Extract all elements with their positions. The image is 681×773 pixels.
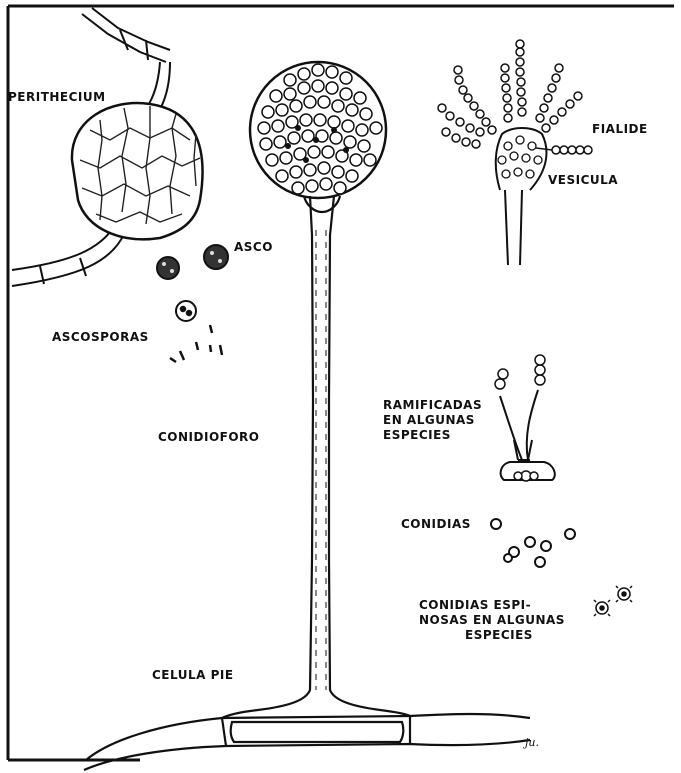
label-conidias-espinosas-line-3: ESPECIES [419, 628, 565, 643]
label-perithecium: PERITHECIUM [8, 90, 106, 105]
label-ramificadas-line-2: EN ALGUNAS [383, 413, 482, 428]
ascosporas [170, 301, 222, 362]
label-conidias-espinosas-line-1: CONIDIAS ESPI- [419, 598, 565, 613]
label-conidioforo: CONIDIOFORO [158, 430, 259, 445]
label-ascosporas: ASCOSPORAS [52, 330, 149, 345]
label-ramificadas: RAMIFICADAS EN ALGUNAS ESPECIES [383, 398, 482, 443]
label-celula-pie: CELULA PIE [152, 668, 234, 683]
artist-signature: ju. [525, 736, 539, 749]
label-conidias-espinosas: CONIDIAS ESPI- NOSAS EN ALGUNAS ESPECIES [419, 598, 565, 643]
phialide-vesicle-head [438, 40, 592, 265]
conidiophore-stalk [258, 196, 380, 710]
asco [157, 245, 228, 279]
label-ramificadas-line-3: ESPECIES [383, 428, 482, 443]
conidial-head [250, 62, 386, 198]
conidias [491, 519, 575, 567]
hypha-left [12, 225, 125, 286]
foot-cell-hypha [84, 710, 530, 770]
label-asco: ASCO [234, 240, 273, 255]
branched-conidiophore [495, 355, 555, 481]
label-vesicula: VESICULA [548, 173, 618, 188]
spiny-conidias [594, 586, 632, 616]
label-conidias-espinosas-line-2: NOSAS EN ALGUNAS [419, 613, 565, 628]
label-ramificadas-line-1: RAMIFICADAS [383, 398, 482, 413]
label-conidias: CONIDIAS [401, 517, 471, 532]
label-fialide: FIALIDE [592, 122, 648, 137]
perithecium [72, 103, 203, 239]
